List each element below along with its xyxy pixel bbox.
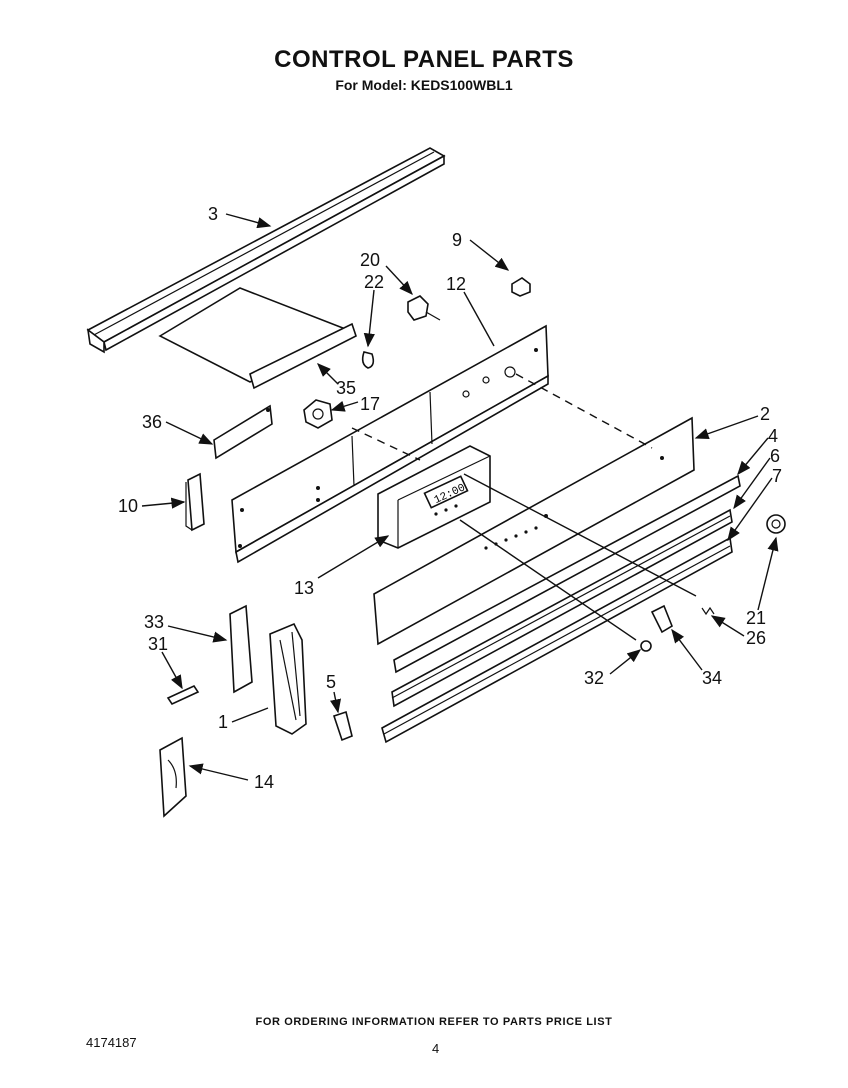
leader-31 bbox=[161, 651, 183, 690]
part-26-spring bbox=[701, 606, 715, 616]
part-20-terminal-block bbox=[407, 295, 441, 321]
leader-4 bbox=[737, 437, 769, 476]
leader-3 bbox=[225, 213, 272, 229]
leader-20 bbox=[385, 265, 413, 296]
callout-26: 26 bbox=[746, 628, 766, 648]
callout-1: 1 bbox=[218, 712, 228, 732]
leader-33 bbox=[167, 625, 228, 643]
callout-35: 35 bbox=[336, 378, 356, 398]
model-subtitle: For Model: KEDS100WBL1 bbox=[335, 77, 513, 93]
ordering-note: FOR ORDERING INFORMATION REFER TO PARTS … bbox=[255, 1016, 613, 1028]
part-7-bottom-trim bbox=[381, 536, 733, 744]
part-2-front-panel bbox=[373, 416, 695, 646]
callout-13: 13 bbox=[294, 578, 314, 598]
callout-14: 14 bbox=[254, 772, 274, 792]
page-title: CONTROL PANEL PARTS bbox=[274, 46, 574, 73]
leader-22 bbox=[363, 289, 375, 348]
callout-32: 32 bbox=[584, 668, 604, 688]
part-33-side-bracket bbox=[229, 604, 253, 694]
callout-2: 2 bbox=[760, 404, 770, 424]
part-34-bracket bbox=[650, 604, 673, 634]
callout-5: 5 bbox=[326, 672, 336, 692]
part-35-panel-sheet bbox=[158, 287, 357, 390]
leader-13-b bbox=[459, 519, 637, 641]
leader-12 bbox=[463, 291, 495, 347]
callout-17: 17 bbox=[360, 394, 380, 414]
part-5-clip bbox=[332, 710, 353, 742]
leader-7 bbox=[727, 477, 773, 542]
leader-26 bbox=[710, 615, 745, 637]
callout-33: 33 bbox=[144, 612, 164, 632]
part-36-circuit-board bbox=[213, 404, 273, 460]
callout-7: 7 bbox=[772, 466, 782, 486]
callout-10: 10 bbox=[118, 496, 138, 516]
callout-9: 9 bbox=[452, 230, 462, 250]
leader-32 bbox=[609, 649, 642, 675]
leader-10 bbox=[141, 497, 186, 509]
part-31-clip bbox=[166, 684, 200, 706]
part-12-control-panel-frame bbox=[231, 324, 549, 564]
assembly-line-a bbox=[515, 373, 653, 449]
callout-6: 6 bbox=[770, 446, 780, 466]
part-6-trim-strip bbox=[391, 508, 733, 708]
leader-6 bbox=[733, 457, 771, 510]
leader-2-b bbox=[463, 473, 697, 597]
part-10-bracket bbox=[185, 472, 205, 532]
callout-22: 22 bbox=[364, 272, 384, 292]
part-32-screw bbox=[640, 640, 652, 652]
assembly-line-b bbox=[351, 427, 421, 461]
callout-3: 3 bbox=[208, 204, 218, 224]
document-number: 4174187 bbox=[86, 1035, 137, 1050]
callout-31: 31 bbox=[148, 634, 168, 654]
page-number: 4 bbox=[432, 1041, 440, 1056]
callout-20: 20 bbox=[360, 250, 380, 270]
leader-14 bbox=[188, 763, 249, 781]
part-22-hook bbox=[361, 351, 375, 369]
leader-5 bbox=[330, 691, 342, 714]
part-9-clip bbox=[511, 277, 531, 297]
part-14-side-bracket bbox=[159, 736, 187, 818]
part-21-knob bbox=[766, 514, 786, 534]
leader-1 bbox=[231, 707, 269, 723]
leader-13 bbox=[317, 535, 390, 579]
part-4-nameplate bbox=[393, 474, 741, 674]
callout-12: 12 bbox=[446, 274, 466, 294]
part-17-switch bbox=[303, 399, 333, 429]
part-3-top-trim bbox=[86, 147, 446, 354]
part-1-end-cap bbox=[269, 622, 307, 735]
leader-36 bbox=[165, 421, 214, 445]
callout-36: 36 bbox=[142, 412, 162, 432]
leader-21 bbox=[757, 536, 779, 611]
leader-17 bbox=[330, 400, 359, 412]
leader-35 bbox=[317, 363, 339, 385]
leader-34 bbox=[671, 628, 703, 671]
callout-34: 34 bbox=[702, 668, 722, 688]
leader-2 bbox=[694, 415, 759, 440]
leader-9 bbox=[469, 239, 510, 271]
callout-4: 4 bbox=[768, 426, 778, 446]
callout-21: 21 bbox=[746, 608, 766, 628]
part-13-electronic-clock: 12:00 bbox=[377, 445, 491, 549]
